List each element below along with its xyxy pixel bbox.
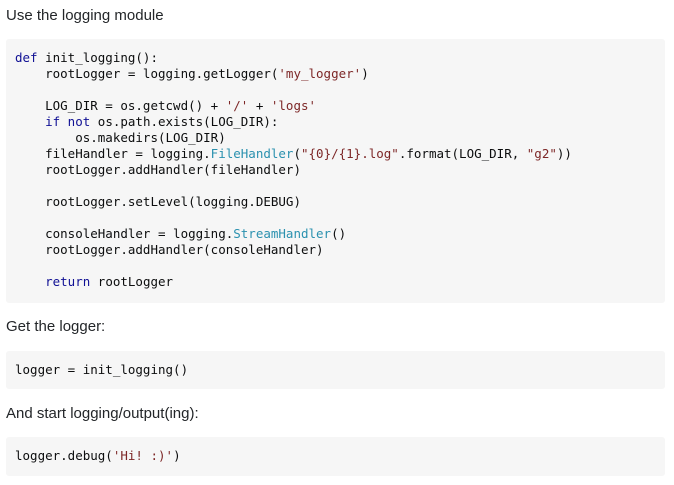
code-block-init-logging[interactable]: def init_logging(): rootLogger = logging… (6, 39, 665, 303)
code-line: rootLogger.addHandler(fileHandler) (15, 162, 301, 177)
code-line-blank (15, 210, 656, 226)
paragraph-get-logger: Get the logger: (6, 318, 106, 335)
code-line: return rootLogger (45, 274, 174, 289)
code-line: def init_logging(): (15, 50, 158, 65)
code-line: rootLogger.setLevel(logging.DEBUG) (15, 194, 301, 209)
code-line-blank (15, 178, 656, 194)
code-line: logger.debug('Hi! :)') (15, 448, 181, 463)
code-line: logger = init_logging() (15, 362, 189, 377)
code-line: if not os.path.exists(LOG_DIR): (45, 114, 279, 129)
code-line: os.makedirs(LOG_DIR) (15, 130, 226, 145)
code-line: consoleHandler = logging.StreamHandler() (15, 226, 347, 241)
paragraph-intro: Use the logging module (6, 7, 164, 24)
code-line: LOG_DIR = os.getcwd() + '/' + 'logs' (15, 98, 317, 113)
paragraph-start-logging: And start logging/output(ing): (6, 405, 199, 422)
code-block-logger-debug[interactable]: logger.debug('Hi! :)') (6, 437, 665, 476)
code-line: fileHandler = logging.FileHandler("{0}/{… (15, 146, 572, 161)
code-block-get-logger[interactable]: logger = init_logging() (6, 351, 665, 389)
code-line: rootLogger.addHandler(consoleHandler) (15, 242, 324, 257)
code-line-blank (15, 82, 656, 98)
code-line: rootLogger = logging.getLogger('my_logge… (15, 66, 369, 81)
code-line-blank (15, 258, 656, 274)
